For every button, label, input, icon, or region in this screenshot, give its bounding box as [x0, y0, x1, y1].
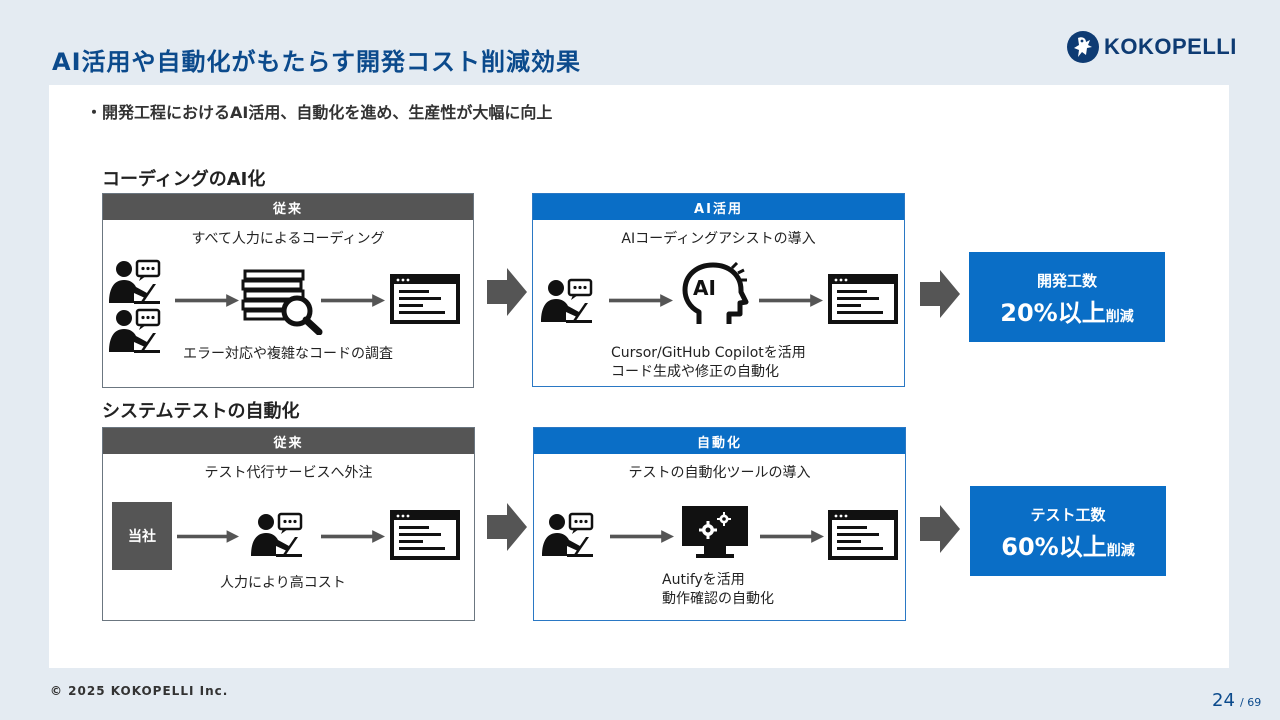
section-testing-title: システムテストの自動化 [102, 401, 300, 422]
kokopelli-logo-icon [1067, 31, 1099, 63]
automation-monitor-icon [680, 504, 750, 560]
summary-bullet: ・開発工程におけるAI活用、自動化を進め、生産性が大幅に向上 [86, 103, 553, 122]
ai-head-icon: AI [679, 262, 749, 328]
developer-icon [107, 308, 167, 354]
coding-after-subtitle: AIコーディングアシストの導入 [621, 231, 816, 247]
arrow-right-icon [321, 293, 385, 308]
testing-result-value-line: 60%以上削減 [970, 527, 1166, 562]
code-window-icon [828, 510, 898, 560]
arrow-right-icon [175, 293, 239, 308]
coding-result-box: 開発工数 20%以上削減 [969, 252, 1165, 342]
company-logo: KOKOPELLI [1066, 30, 1237, 64]
result-arrow-icon [920, 505, 960, 553]
code-window-icon [828, 274, 898, 324]
coding-after-box: AI活用 AIコーディングアシストの導入 AI Cursor/GitHub Co… [532, 193, 905, 387]
company-box: 当社 [112, 502, 172, 570]
developer-icon [107, 259, 167, 305]
developer-icon [540, 512, 600, 558]
coding-before-box: 従来 すべて人力によるコーディング エラー対応や複雑なコードの調査 [102, 193, 474, 388]
page-title: AI活用や自動化がもたらす開発コスト削減効果 [52, 48, 582, 76]
coding-result-value: 20%以上 [1000, 299, 1106, 327]
testing-result-suffix: 削減 [1106, 543, 1135, 559]
coding-after-caption: Cursor/GitHub Copilotを活用 コード生成や修正の自動化 [611, 344, 806, 382]
arrow-right-icon [177, 529, 239, 544]
testing-after-box: 自動化 テストの自動化ツールの導入 Autifyを活用 動作確認の自動化 [533, 427, 906, 621]
coding-result-suffix: 削減 [1105, 309, 1134, 325]
code-window-icon [390, 274, 460, 324]
testing-after-subtitle: テストの自動化ツールの導入 [628, 465, 811, 481]
page-number: 24 / 69 [1212, 690, 1261, 711]
coding-result-label: 開発工数 [1036, 272, 1097, 290]
outsourced-tester-icon [249, 512, 309, 558]
page-current: 24 [1212, 690, 1235, 711]
testing-result-value: 60%以上 [1001, 533, 1107, 561]
testing-after-caption: Autifyを活用 動作確認の自動化 [662, 571, 774, 609]
coding-before-subtitle: すべて人力によるコーディング [191, 231, 385, 247]
developer-icon [539, 278, 599, 324]
testing-before-header: 従来 [103, 428, 474, 454]
arrow-right-icon [759, 293, 823, 308]
transition-arrow-icon [487, 503, 527, 551]
arrow-right-icon [609, 293, 673, 308]
coding-before-caption: エラー対応や複雑なコードの調査 [183, 346, 393, 362]
logo-text: KOKOPELLI [1104, 34, 1237, 59]
testing-after-caption-line2: 動作確認の自動化 [662, 591, 774, 607]
coding-after-caption-line1: Cursor/GitHub Copilotを活用 [611, 345, 806, 361]
page-total: / 69 [1240, 696, 1262, 709]
code-window-icon [390, 510, 460, 560]
testing-before-box: 従来 テスト代行サービスへ外注 当社 人力により高コスト [102, 427, 475, 621]
coding-before-header: 従来 [103, 194, 473, 220]
testing-before-subtitle: テスト代行サービスへ外注 [204, 465, 373, 481]
copyright: © 2025 KOKOPELLI Inc. [50, 684, 229, 698]
testing-result-label: テスト工数 [1030, 506, 1106, 524]
result-arrow-icon [920, 270, 960, 318]
testing-after-caption-line1: Autifyを活用 [662, 572, 745, 588]
testing-after-header: 自動化 [534, 428, 905, 454]
testing-result-box: テスト工数 60%以上削減 [970, 486, 1166, 576]
arrow-right-icon [321, 529, 385, 544]
section-coding-title: コーディングのAI化 [102, 169, 266, 190]
arrow-right-icon [610, 529, 674, 544]
coding-after-caption-line2: コード生成や修正の自動化 [611, 364, 779, 380]
arrow-right-icon [760, 529, 824, 544]
testing-before-caption: 人力により高コスト [220, 575, 346, 591]
ai-label: AI [693, 276, 716, 300]
coding-result-value-line: 20%以上削減 [969, 293, 1165, 328]
coding-after-header: AI活用 [533, 194, 904, 220]
document-search-icon [241, 269, 325, 335]
transition-arrow-icon [487, 268, 527, 316]
